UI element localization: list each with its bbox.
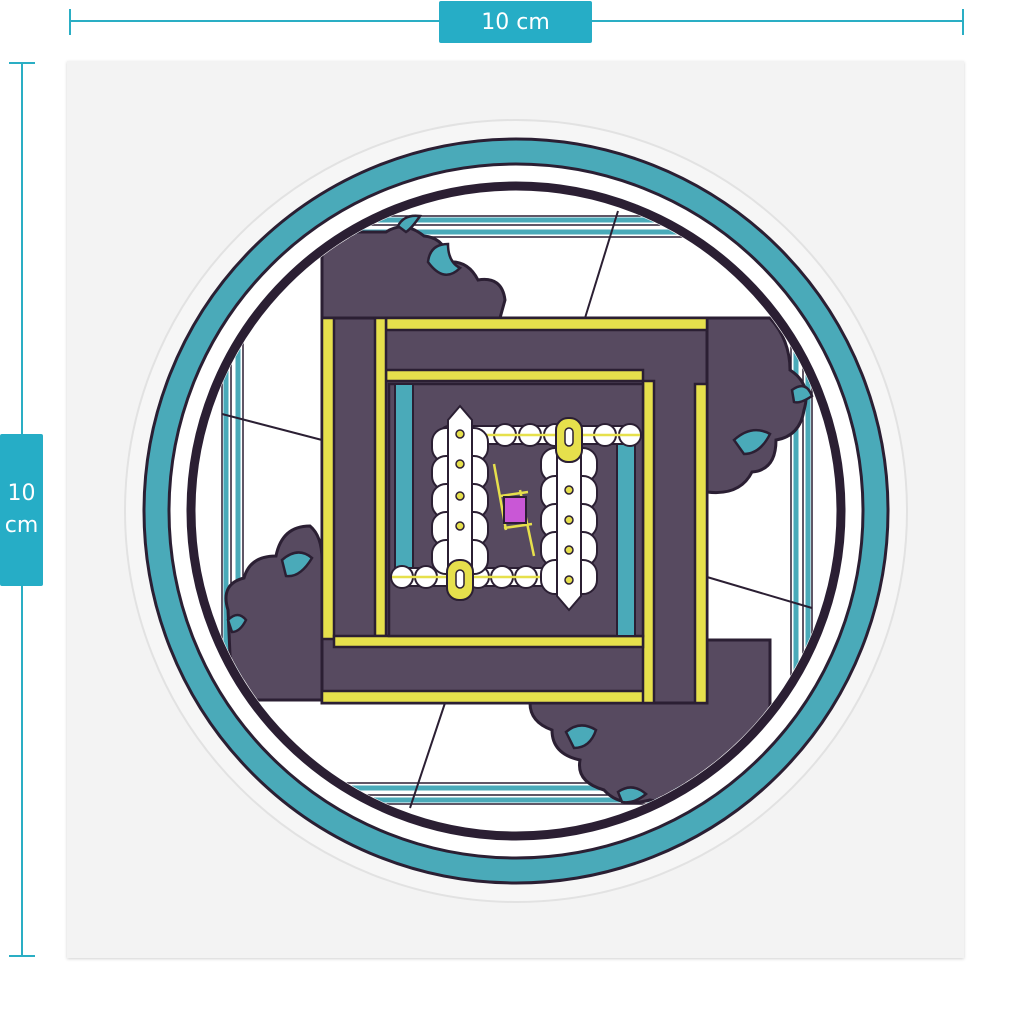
width-dimension-tick-right bbox=[962, 9, 964, 35]
height-dimension-label: 10 cm bbox=[0, 434, 43, 586]
height-dimension-tick-top bbox=[9, 62, 35, 64]
height-dimension-unit: cm bbox=[4, 513, 39, 538]
tiled-spiral-mandala-sticker-icon bbox=[124, 119, 908, 903]
height-dimension-value: 10 bbox=[7, 481, 36, 506]
height-dimension-tick-bottom bbox=[9, 955, 35, 957]
width-dimension-tick-left bbox=[69, 9, 71, 35]
width-dimension-label: 10 cm bbox=[439, 1, 592, 43]
